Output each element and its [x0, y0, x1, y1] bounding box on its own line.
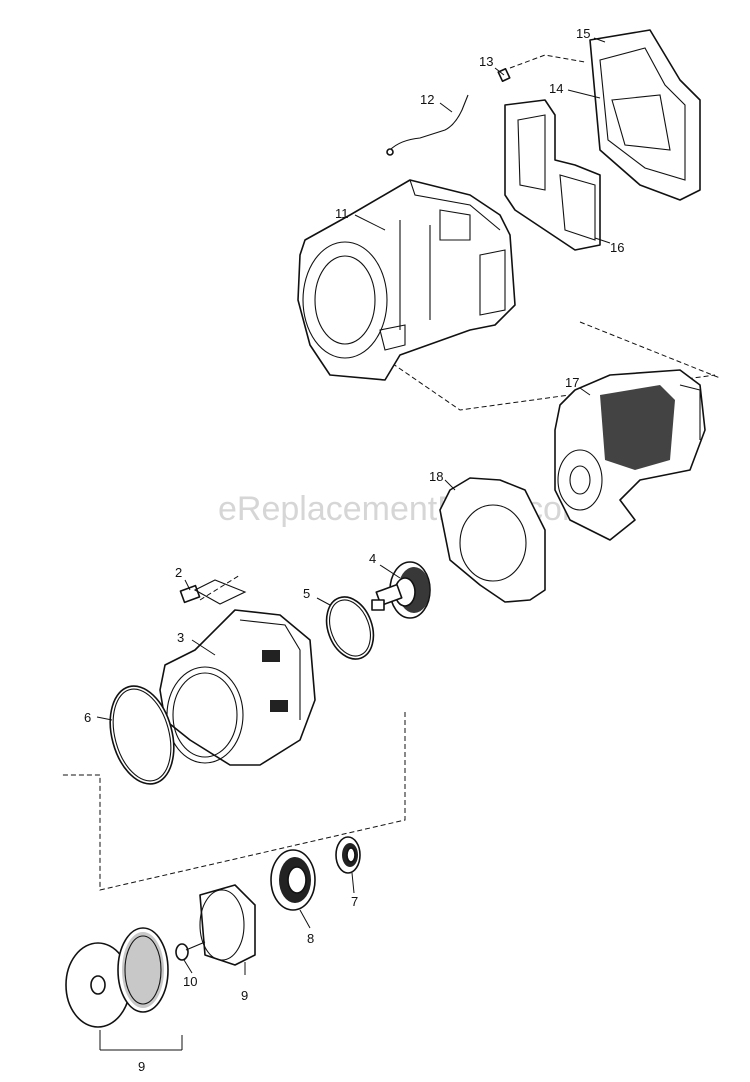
callout-4: 4	[369, 551, 376, 566]
callout-2: 2	[175, 565, 182, 580]
part-5-o-ring[interactable]	[318, 590, 381, 665]
callout-12: 12	[420, 92, 434, 107]
part-12-wire[interactable]	[386, 94, 469, 156]
callout-14: 14	[549, 81, 563, 96]
callout-8: 8	[307, 931, 314, 946]
callout-13: 13	[479, 54, 493, 69]
part-18-plate[interactable]	[439, 477, 546, 603]
part-4-gear[interactable]	[371, 561, 431, 619]
part-9-washer-set[interactable]	[65, 927, 169, 1028]
part-10-screw[interactable]	[175, 941, 206, 961]
part-16-brush-holder[interactable]	[504, 99, 601, 251]
part-8-bearing[interactable]	[270, 849, 316, 911]
part-3-gear-housing[interactable]	[159, 609, 316, 766]
callout-7: 7	[351, 894, 358, 909]
callout-9-lower: 9	[138, 1059, 145, 1074]
part-11-motor-housing[interactable]	[297, 179, 516, 381]
part-7-seal[interactable]	[335, 836, 361, 874]
callout-15: 15	[576, 26, 590, 41]
callout-18: 18	[429, 469, 443, 484]
part-2-bolt[interactable]	[179, 579, 247, 605]
callout-9-upper: 9	[241, 988, 248, 1003]
part-15-cover[interactable]	[589, 29, 701, 201]
part-9-cup[interactable]	[199, 884, 256, 966]
callout-11: 11	[335, 206, 349, 221]
callout-6: 6	[84, 710, 91, 725]
callout-5: 5	[303, 586, 310, 601]
callout-17: 17	[565, 375, 579, 390]
callout-numbers: 2 3 4 5 6 7 8 9 9 10 11 12 13 14 15 16 1…	[84, 26, 624, 1074]
leader-lines	[96, 37, 611, 1051]
part-6-o-ring[interactable]	[100, 679, 184, 791]
part-17-armature[interactable]	[554, 369, 706, 541]
callout-16: 16	[610, 240, 624, 255]
callout-10: 10	[183, 974, 197, 989]
callout-3: 3	[177, 630, 184, 645]
